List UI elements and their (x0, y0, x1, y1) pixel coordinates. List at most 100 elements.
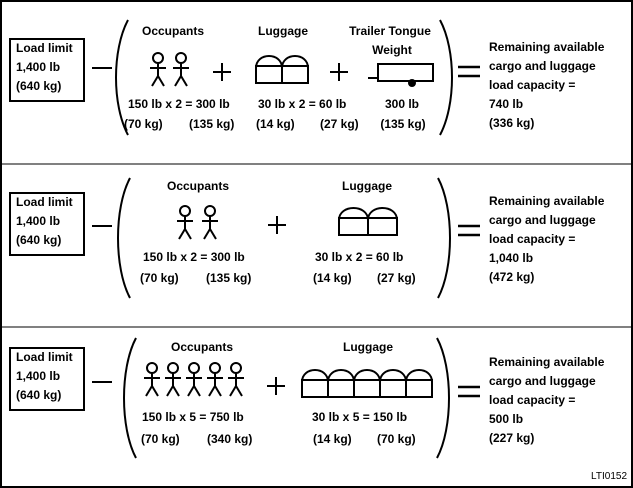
plus-sign (267, 377, 285, 395)
occupants-label: Occupants (141, 24, 205, 38)
plus-sign (213, 63, 231, 81)
people-icon (144, 362, 244, 397)
luggage-icon (255, 55, 309, 84)
occupants-kg-each: (70 kg) (141, 432, 180, 446)
result-lb: 1,040 lb (489, 251, 534, 265)
people-icon (150, 52, 189, 87)
occupants-kg-total: (135 kg) (206, 271, 252, 285)
luggage-bag (379, 369, 407, 398)
load-limit-kg: (640 kg) (16, 79, 62, 93)
luggage-bag (353, 369, 381, 398)
left-paren (117, 177, 131, 299)
plus-sign (268, 216, 286, 234)
result-text: Remaining available cargo and luggage lo… (489, 355, 604, 450)
people-icon (177, 205, 218, 240)
load-limit-kg: (640 kg) (16, 388, 62, 402)
occupants-calc: 150 lb x 5 = 750 lb (142, 410, 244, 424)
result-line: load capacity = (489, 78, 576, 92)
result-lb: 740 lb (489, 97, 524, 111)
result-line: Remaining available (489, 194, 605, 208)
luggage-label: Luggage (342, 179, 392, 193)
result-line: load capacity = (489, 393, 576, 407)
row-1-graphics (92, 19, 480, 136)
occupants-kg-each: (70 kg) (140, 271, 179, 285)
result-kg: (227 kg) (489, 431, 535, 445)
person-figure (144, 362, 160, 397)
person-figure (228, 362, 244, 397)
equals-sign (458, 224, 480, 237)
load-limit-lb: 1,400 lb (16, 214, 61, 228)
result-line: cargo and luggage (489, 374, 596, 388)
person-figure (150, 52, 166, 87)
load-limit-box: Load limit 1,400 lb (640 kg) (9, 192, 85, 256)
luggage-bag (367, 207, 398, 236)
luggage-calc: 30 lb x 2 = 60 lb (315, 250, 404, 264)
luggage-bag (255, 55, 283, 84)
plus-sign (330, 63, 348, 81)
luggage-icon (338, 207, 398, 236)
occupants-calc: 150 lb x 2 = 300 lb (128, 97, 230, 111)
person-figure (177, 205, 193, 240)
person-figure (165, 362, 181, 397)
load-limit-lb: 1,400 lb (16, 60, 61, 74)
luggage-kg-total: (70 kg) (377, 432, 416, 446)
luggage-label: Luggage (258, 24, 308, 38)
luggage-kg-each: (14 kg) (256, 117, 295, 131)
result-line: cargo and luggage (489, 59, 596, 73)
person-figure (186, 362, 202, 397)
load-limit-lb: 1,400 lb (16, 369, 61, 383)
diagram-code: LTI0152 (591, 471, 627, 482)
result-lb: 500 lb (489, 412, 524, 426)
trailer-icon (368, 63, 434, 87)
right-paren (436, 337, 450, 459)
luggage-icon (301, 369, 433, 398)
load-limit-label: Load limit (16, 350, 73, 364)
row-2-graphics (92, 177, 480, 299)
result-line: cargo and luggage (489, 213, 596, 227)
luggage-kg-total: (27 kg) (320, 117, 359, 131)
result-text: Remaining available cargo and luggage lo… (489, 40, 604, 135)
luggage-bag (281, 55, 309, 84)
right-paren (437, 177, 451, 299)
equals-sign (458, 65, 480, 78)
luggage-bag (405, 369, 433, 398)
person-figure (202, 205, 218, 240)
result-line: Remaining available (489, 355, 605, 369)
luggage-calc: 30 lb x 2 = 60 lb (258, 97, 347, 111)
occupants-kg-total: (135 kg) (189, 117, 235, 131)
occupants-label: Occupants (166, 179, 230, 193)
equals-sign (458, 385, 480, 398)
row-3-graphics (92, 337, 480, 459)
occupants-label: Occupants (170, 340, 234, 354)
result-kg: (336 kg) (489, 116, 535, 130)
left-paren (123, 337, 137, 459)
result-kg: (472 kg) (489, 270, 535, 284)
left-paren (115, 19, 129, 136)
occupants-kg-total: (340 kg) (207, 432, 253, 446)
trailer-weight-kg: (135 kg) (380, 117, 426, 131)
trailer-label-weight: Weight (372, 43, 412, 57)
luggage-calc: 30 lb x 5 = 150 lb (312, 410, 408, 424)
luggage-bag (338, 207, 369, 236)
occupants-calc: 150 lb x 2 = 300 lb (143, 250, 245, 264)
load-limit-box: Load limit 1,400 lb (640 kg) (9, 38, 85, 102)
luggage-kg-each: (14 kg) (313, 432, 352, 446)
person-figure (207, 362, 223, 397)
right-paren (439, 19, 453, 136)
load-limit-label: Load limit (16, 41, 73, 55)
result-text: Remaining available cargo and luggage lo… (489, 194, 604, 289)
load-limit-kg: (640 kg) (16, 233, 62, 247)
load-limit-box: Load limit 1,400 lb (640 kg) (9, 347, 85, 411)
luggage-kg-each: (14 kg) (313, 271, 352, 285)
occupants-kg-each: (70 kg) (124, 117, 163, 131)
luggage-kg-total: (27 kg) (377, 271, 416, 285)
luggage-bag (301, 369, 329, 398)
luggage-bag (327, 369, 355, 398)
trailer-weight-lb: 300 lb (384, 97, 420, 111)
person-figure (173, 52, 189, 87)
luggage-label: Luggage (343, 340, 393, 354)
load-limit-label: Load limit (16, 195, 73, 209)
result-line: Remaining available (489, 40, 605, 54)
